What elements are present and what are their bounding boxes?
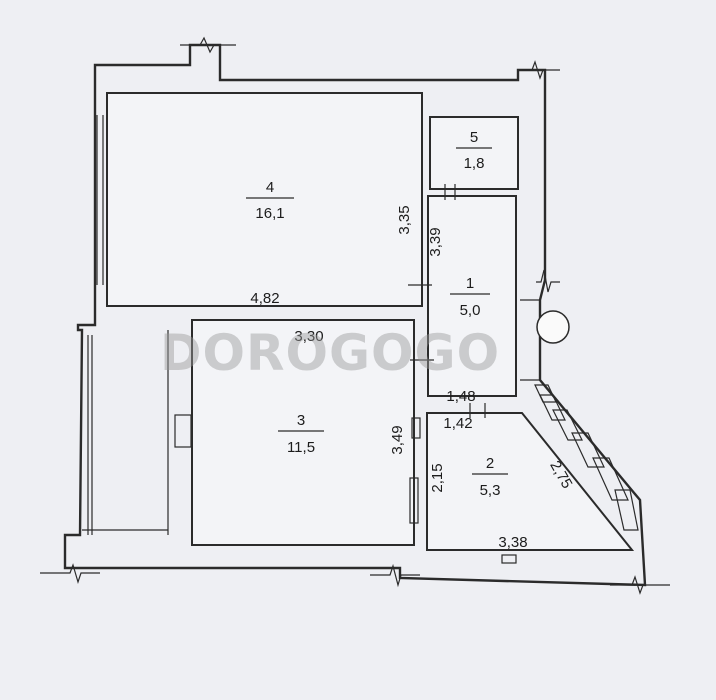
room-2-area: 5,3 bbox=[480, 482, 501, 499]
watermark-text: DOROGOGO bbox=[160, 324, 500, 382]
dim-1-42: 1,42 bbox=[443, 415, 472, 432]
dim-3-35: 3,35 bbox=[396, 205, 413, 234]
dim-3-39: 3,39 bbox=[427, 227, 444, 256]
room-5[interactable] bbox=[429, 116, 519, 190]
dim-3-49: 3,49 bbox=[389, 425, 406, 454]
room-5-area: 1,8 bbox=[464, 155, 485, 172]
break-marks bbox=[40, 36, 670, 595]
label-room-2: 2 5,3 bbox=[472, 455, 508, 499]
label-room-5: 5 1,8 bbox=[456, 129, 492, 172]
dim-2-15: 2,15 bbox=[429, 463, 446, 492]
dim-3-30: 3,30 bbox=[294, 328, 323, 345]
label-room-1: 1 5,0 bbox=[450, 275, 490, 319]
room-2[interactable] bbox=[426, 412, 635, 551]
room-1[interactable] bbox=[427, 195, 517, 397]
room-2-number: 2 bbox=[486, 455, 494, 472]
dim-3-38: 3,38 bbox=[498, 534, 527, 551]
label-room-4: 4 16,1 bbox=[246, 179, 294, 222]
room-5-number: 5 bbox=[470, 129, 478, 146]
dim-tick bbox=[501, 554, 517, 564]
dim-1-48: 1,48 bbox=[446, 388, 475, 405]
room-3-area: 11,5 bbox=[287, 439, 315, 456]
label-room-3: 3 11,5 bbox=[278, 412, 324, 456]
balcony-lines bbox=[82, 330, 192, 535]
room-4-area: 16,1 bbox=[255, 205, 284, 222]
room-4-number: 4 bbox=[266, 179, 274, 196]
room-1-number: 1 bbox=[466, 275, 474, 292]
dim-4-82: 4,82 bbox=[250, 290, 279, 307]
room-1-area: 5,0 bbox=[460, 302, 481, 319]
room-3[interactable] bbox=[191, 319, 415, 546]
column-circle bbox=[536, 310, 570, 344]
room-3-number: 3 bbox=[297, 412, 305, 429]
vent-shafts bbox=[534, 384, 639, 531]
door-marks bbox=[408, 184, 540, 524]
outer-wall bbox=[63, 43, 647, 587]
room-4[interactable] bbox=[106, 92, 423, 307]
